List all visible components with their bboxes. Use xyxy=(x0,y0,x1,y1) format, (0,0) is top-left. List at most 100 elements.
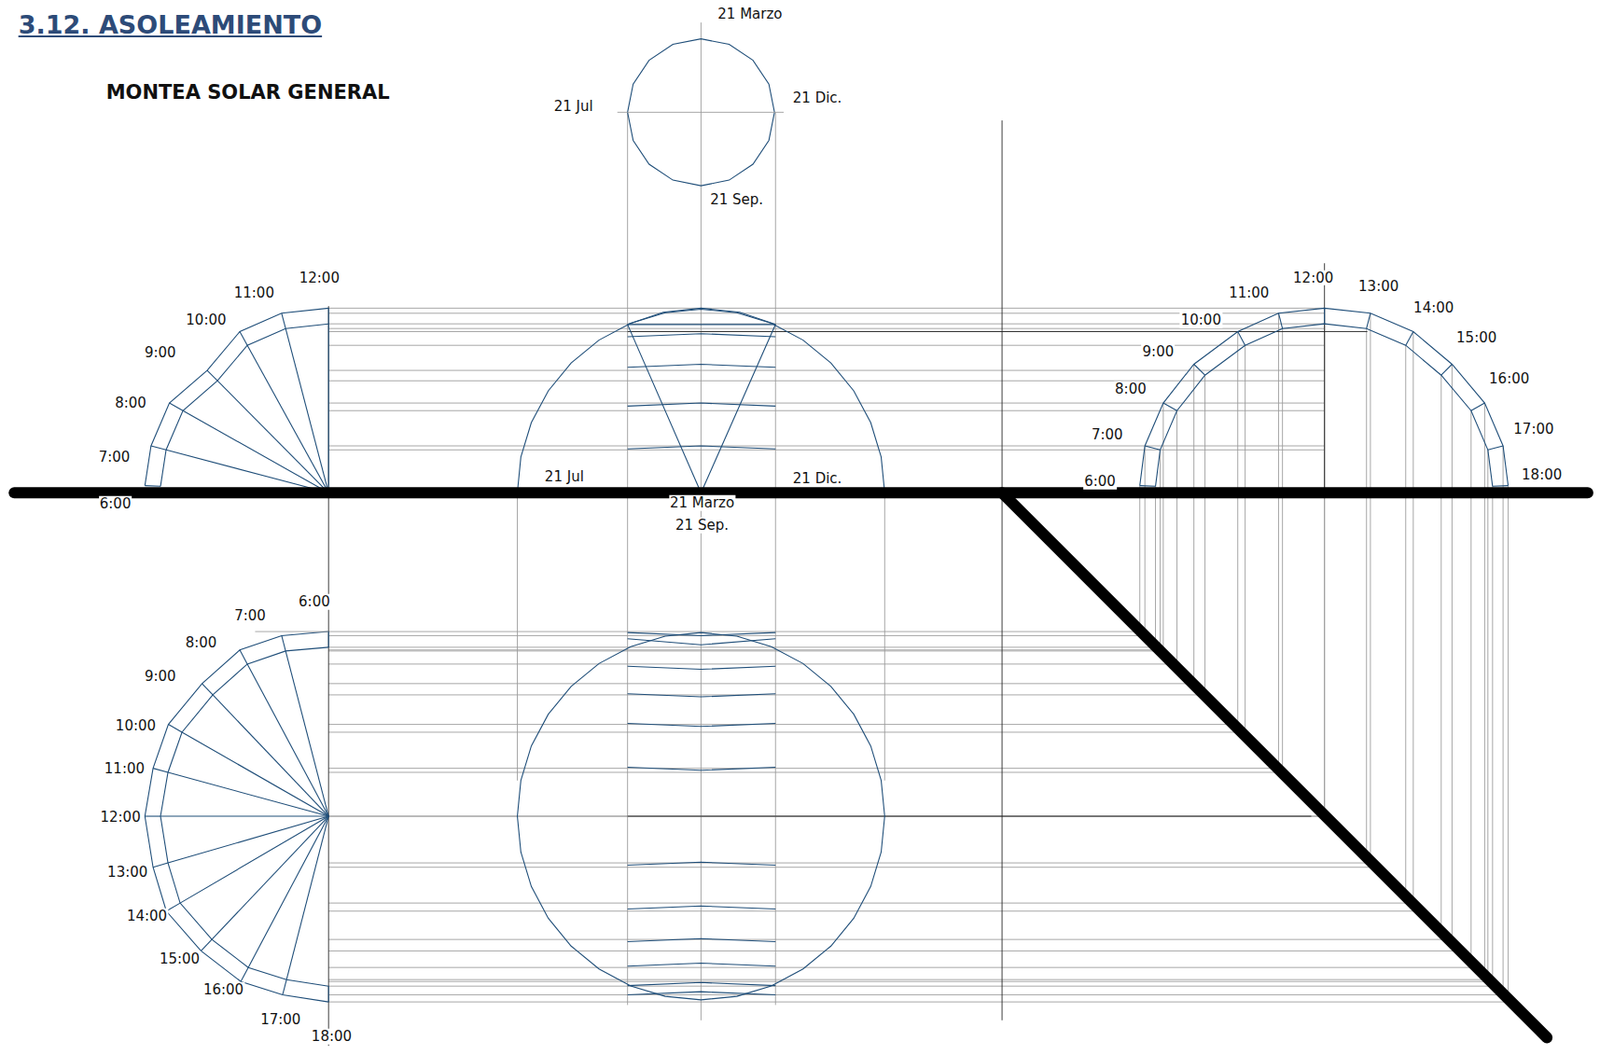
hour-tick xyxy=(1163,403,1178,411)
hour-tick xyxy=(239,650,248,665)
hour-tick xyxy=(144,815,161,817)
chart-label: 7:00 xyxy=(233,607,267,624)
projection-line xyxy=(328,816,1326,818)
projection-line xyxy=(328,986,1496,988)
hour-tick xyxy=(1194,364,1206,376)
projection-line xyxy=(328,649,1159,651)
projection-line xyxy=(328,328,1325,330)
projection-line xyxy=(328,307,1325,309)
hour-tick xyxy=(153,862,168,868)
hour-line xyxy=(627,403,777,406)
projection-line xyxy=(516,492,518,780)
chart-label: 15:00 xyxy=(158,951,201,968)
sun-path xyxy=(627,307,777,325)
projection-line xyxy=(328,981,1491,983)
hour-tick xyxy=(281,635,286,651)
chart-label: 8:00 xyxy=(184,635,219,652)
chart-label: 6:00 xyxy=(1083,473,1117,490)
hour-ray xyxy=(285,651,329,817)
chart-label: 18:00 xyxy=(310,1029,353,1045)
sun-path-arc xyxy=(160,323,329,487)
hour-tick xyxy=(1140,485,1156,487)
hour-tick xyxy=(207,370,218,381)
chart-label: 8:00 xyxy=(113,395,148,412)
projection-line xyxy=(328,903,1413,905)
axis-line xyxy=(328,492,330,1046)
hour-tick xyxy=(282,979,287,995)
hour-tick xyxy=(1405,332,1414,347)
projection-line xyxy=(1502,445,1504,994)
projection-line xyxy=(328,816,1326,818)
hour-ray xyxy=(248,816,329,968)
projection-line xyxy=(1365,328,1367,858)
projection-line xyxy=(328,370,1325,372)
hour-line xyxy=(627,333,777,337)
hour-tick xyxy=(1471,403,1486,411)
chart-label: 9:00 xyxy=(143,345,178,362)
chart-label: 15:00 xyxy=(1455,330,1498,347)
chart-label: 14:00 xyxy=(125,908,168,925)
hour-line xyxy=(627,767,777,771)
hour-line xyxy=(627,963,777,967)
hour-line xyxy=(627,862,777,865)
projection-line xyxy=(1154,486,1156,646)
transfer-diagonal xyxy=(1001,492,1547,1038)
chart-label: 10:00 xyxy=(1180,312,1223,329)
chart-label: 7:00 xyxy=(97,449,132,466)
projection-line xyxy=(328,866,1377,868)
projection-line xyxy=(254,631,329,633)
chart-label: 13:00 xyxy=(106,864,149,881)
hour-line xyxy=(627,982,777,986)
projection-line xyxy=(328,646,1156,648)
projection-line xyxy=(328,403,1325,404)
projection-line xyxy=(1487,449,1489,979)
hour-ray xyxy=(328,323,330,493)
reference-line xyxy=(627,331,1368,333)
sun-path xyxy=(627,323,777,325)
projection-line xyxy=(1405,345,1406,897)
chart-label: 14:00 xyxy=(1412,300,1455,317)
hour-ray xyxy=(166,449,329,493)
projection-line xyxy=(328,967,1477,969)
hour-ray xyxy=(167,816,329,863)
hour-tick xyxy=(281,313,286,329)
hour-tick xyxy=(200,939,212,951)
chart-label: 11:00 xyxy=(103,760,146,777)
hour-tick xyxy=(1144,445,1160,450)
hour-tick xyxy=(239,332,248,347)
projection-line xyxy=(328,771,1282,773)
chart-label: 10:00 xyxy=(184,312,227,329)
projection-line xyxy=(1176,410,1178,668)
hour-line xyxy=(627,694,777,697)
projection-line xyxy=(328,650,1160,652)
projection-line xyxy=(328,950,1461,952)
sun-path-arc xyxy=(144,631,329,1002)
hour-ray xyxy=(211,816,329,940)
hour-tick xyxy=(1238,332,1246,347)
projection-line xyxy=(328,939,1449,941)
hour-ray xyxy=(286,816,329,980)
hour-line xyxy=(627,666,777,669)
projection-line xyxy=(328,410,1325,412)
hour-line xyxy=(627,639,777,646)
projection-line xyxy=(1144,445,1146,636)
chart-label: 21 Sep. xyxy=(674,517,730,534)
projection-line xyxy=(626,111,628,1005)
projection-line xyxy=(1412,332,1414,905)
projection-line xyxy=(328,380,1325,382)
projection-line xyxy=(328,449,1325,451)
hour-tick xyxy=(328,986,330,1002)
hour-line xyxy=(627,632,777,636)
projection-line xyxy=(328,994,1504,996)
projection-line xyxy=(328,445,1325,447)
projection-line xyxy=(328,723,1234,725)
sun-path-arc xyxy=(144,307,329,486)
chart-label: 9:00 xyxy=(1141,344,1176,361)
ground-line xyxy=(13,486,1588,499)
projection-line xyxy=(328,979,1489,981)
hour-tick xyxy=(153,768,168,773)
chart-label: 7:00 xyxy=(1090,427,1125,444)
projection-line xyxy=(328,731,1242,733)
